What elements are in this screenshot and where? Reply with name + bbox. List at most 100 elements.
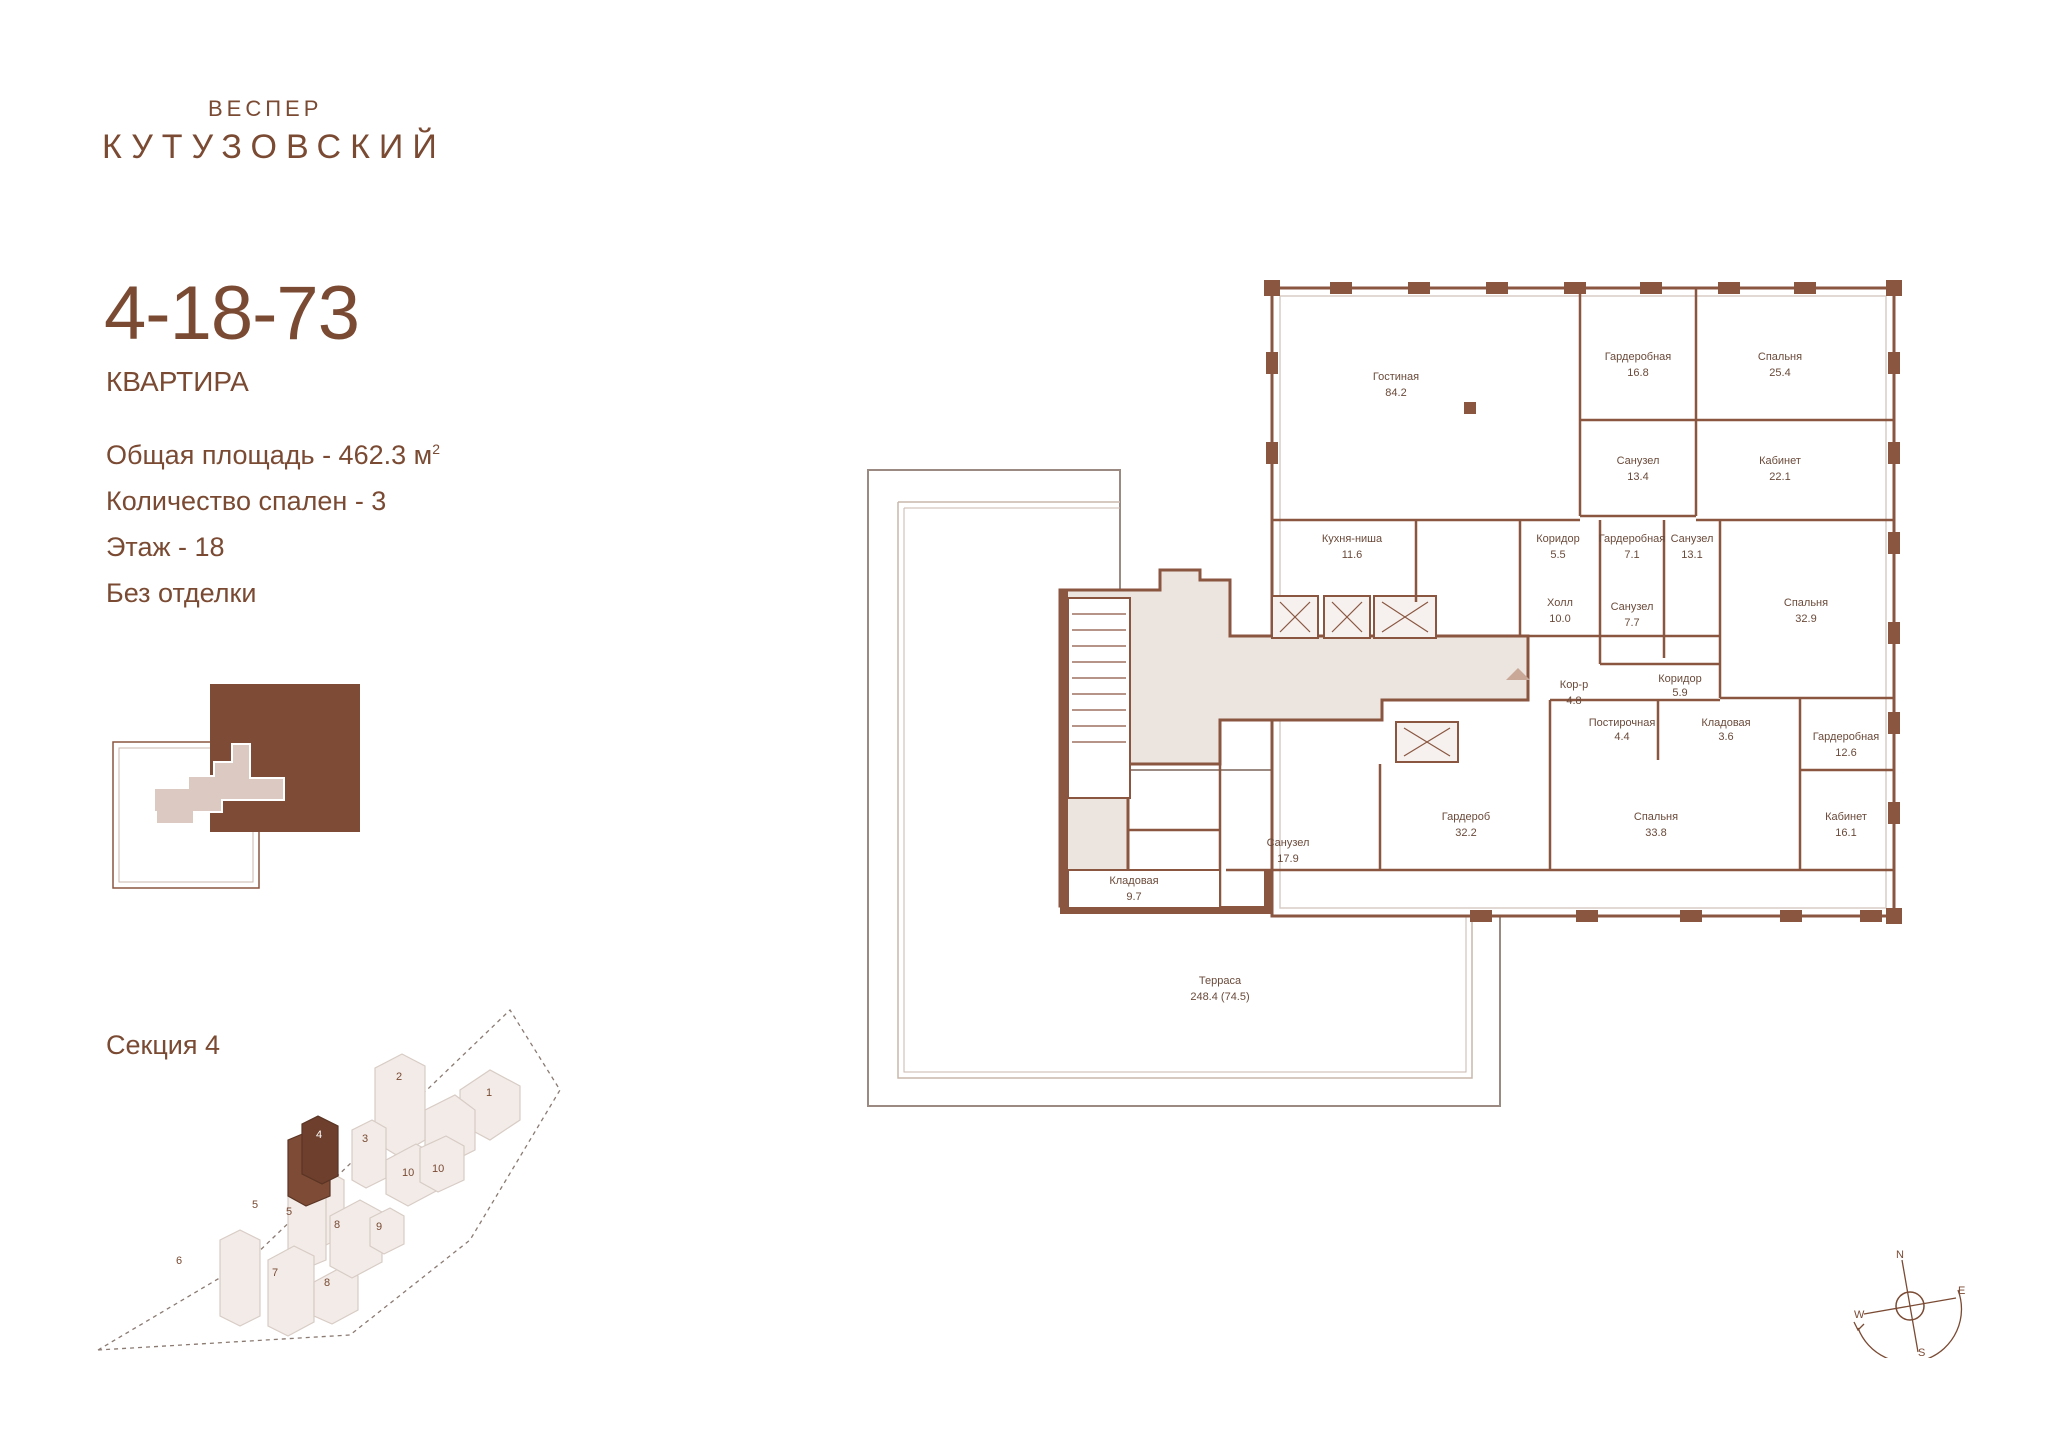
- building-6-shape: [219, 1229, 261, 1327]
- floor-plan: Гостиная 84.2 Гардеробная 16.8 Спальня 2…: [867, 280, 1902, 1107]
- building-4-tower: [301, 1115, 339, 1185]
- room-name-9: Холл: [1547, 597, 1573, 609]
- room-name-0: Гостиная: [1373, 371, 1419, 383]
- building-core: [1058, 568, 1530, 908]
- total-area-text: Общая площадь - 462.3 м: [106, 440, 433, 470]
- room-name-12: Коридор: [1658, 673, 1701, 685]
- room-area-13: 4.8: [1566, 695, 1581, 707]
- building-label-1: 1: [486, 1087, 492, 1099]
- compass-ring: [1895, 1291, 1925, 1321]
- building-label-5: 5: [252, 1199, 258, 1211]
- room-area-18: 32.2: [1455, 827, 1476, 839]
- building-8-shape: [329, 1199, 383, 1279]
- room-name-6: Коридор: [1536, 533, 1579, 545]
- section-label: Секция 4: [106, 1030, 221, 1060]
- finish-type: Без отделки: [106, 578, 257, 608]
- room-name-3: Санузел: [1617, 455, 1660, 467]
- room-area-1: 16.8: [1627, 367, 1648, 379]
- elevator-crosses: [1279, 601, 1451, 757]
- building-label-6: 6: [176, 1255, 182, 1267]
- room-name-14: Постирочная: [1589, 717, 1656, 729]
- room-area-21: 9.7: [1126, 891, 1141, 903]
- apartment-number: 4-18-73: [104, 271, 360, 356]
- room-name-8: Санузел: [1671, 533, 1714, 545]
- room-name-18: Гардероб: [1442, 811, 1490, 823]
- building-label-5b: 5: [286, 1206, 292, 1218]
- room-name-20: Кабинет: [1825, 811, 1867, 823]
- room-area-2: 25.4: [1769, 367, 1790, 379]
- room-name-22: Терраса: [1199, 975, 1242, 987]
- room-area-17: 17.9: [1277, 853, 1298, 865]
- room-name-13: Кор-р: [1560, 679, 1588, 691]
- compass-arrow-icon: [1853, 1321, 1865, 1332]
- building-9-shape: [369, 1207, 405, 1255]
- room-area-12: 5.9: [1672, 687, 1687, 699]
- room-name-1: Гардеробная: [1605, 351, 1672, 363]
- storage-room: [1067, 869, 1221, 909]
- apartment-type: КВАРТИРА: [106, 366, 249, 397]
- room-area-6: 5.5: [1550, 549, 1565, 561]
- room-area-14: 4.4: [1614, 731, 1629, 743]
- key-plan-core: [153, 743, 285, 825]
- room-area-3: 13.4: [1627, 471, 1648, 483]
- room-name-17: Санузел: [1267, 837, 1310, 849]
- room-area-0: 84.2: [1385, 387, 1406, 399]
- room-area-5: 11.6: [1342, 549, 1363, 561]
- building-10b-shape: [419, 1135, 465, 1193]
- room-area-11: 32.9: [1795, 613, 1816, 625]
- room-name-19: Спальня: [1634, 811, 1678, 823]
- room-name-7: Гардеробная: [1599, 533, 1666, 545]
- total-area: Общая площадь - 462.3 м2: [106, 440, 440, 471]
- room-name-2: Спальня: [1758, 351, 1802, 363]
- room-area-22: 248.4 (74.5): [1190, 991, 1249, 1003]
- stairwell: [1067, 597, 1131, 799]
- building-7-shape: [267, 1245, 315, 1337]
- compass: N E S W: [1853, 1249, 1965, 1358]
- room-name-11: Спальня: [1784, 597, 1828, 609]
- compass-s-label: S: [1918, 1347, 1925, 1358]
- building-label-9: 9: [376, 1221, 382, 1233]
- core-thick-wall: [1060, 590, 1128, 906]
- room-name-10: Санузел: [1611, 601, 1654, 613]
- floor-number: Этаж - 18: [106, 532, 225, 562]
- building-label-10: 10: [402, 1167, 414, 1179]
- room-area-4: 22.1: [1769, 471, 1790, 483]
- terrace-inner-outline: [897, 501, 1473, 1079]
- room-area-16: 12.6: [1835, 747, 1856, 759]
- compass-w-label: W: [1854, 1309, 1865, 1321]
- building-label-8: 8: [334, 1219, 340, 1231]
- core-south-wall: [1060, 870, 1272, 914]
- room-area-7: 7.1: [1624, 549, 1639, 561]
- brand-title: КУТУЗОВСКИЙ: [102, 128, 446, 166]
- brand-subtitle: ВЕСПЕР: [208, 96, 323, 121]
- room-area-10: 7.7: [1624, 617, 1639, 629]
- compass-n-label: N: [1896, 1249, 1904, 1261]
- building-3-shape: [351, 1119, 387, 1189]
- building-label-4: 4: [316, 1129, 322, 1141]
- window-piers: [1264, 280, 1902, 924]
- room-area-9: 10.0: [1549, 613, 1570, 625]
- compass-e-label: E: [1958, 1285, 1965, 1297]
- room-name-4: Кабинет: [1759, 455, 1801, 467]
- compass-ew-axis: [1863, 1297, 1957, 1315]
- interior-walls: [1128, 288, 1894, 910]
- terrace-railing: [903, 507, 1467, 1073]
- entrance-marker: [1506, 668, 1530, 680]
- room-name-15: Кладовая: [1701, 717, 1750, 729]
- area-unit-superscript: 2: [432, 441, 440, 457]
- room-name-5: Кухня-ниша: [1322, 533, 1383, 545]
- room-area-20: 16.1: [1835, 827, 1856, 839]
- building-label-8b: 8: [324, 1277, 330, 1289]
- bedroom-count: Количество спален - 3: [106, 486, 387, 516]
- building-label-2: 2: [396, 1071, 402, 1083]
- building-label-7: 7: [272, 1267, 278, 1279]
- room-area-19: 33.8: [1645, 827, 1666, 839]
- room-name-21: Кладовая: [1109, 875, 1158, 887]
- room-name-16: Гардеробная: [1813, 731, 1880, 743]
- site-plan: 1 2 3 4 5 5 6 7 8 8 9 10 10: [97, 1008, 561, 1351]
- building-label-10b: 10: [432, 1163, 444, 1175]
- room-area-15: 3.6: [1718, 731, 1733, 743]
- floor-key-plan: [112, 684, 360, 889]
- room-area-8: 13.1: [1681, 549, 1702, 561]
- stair-steps: [1072, 613, 1126, 743]
